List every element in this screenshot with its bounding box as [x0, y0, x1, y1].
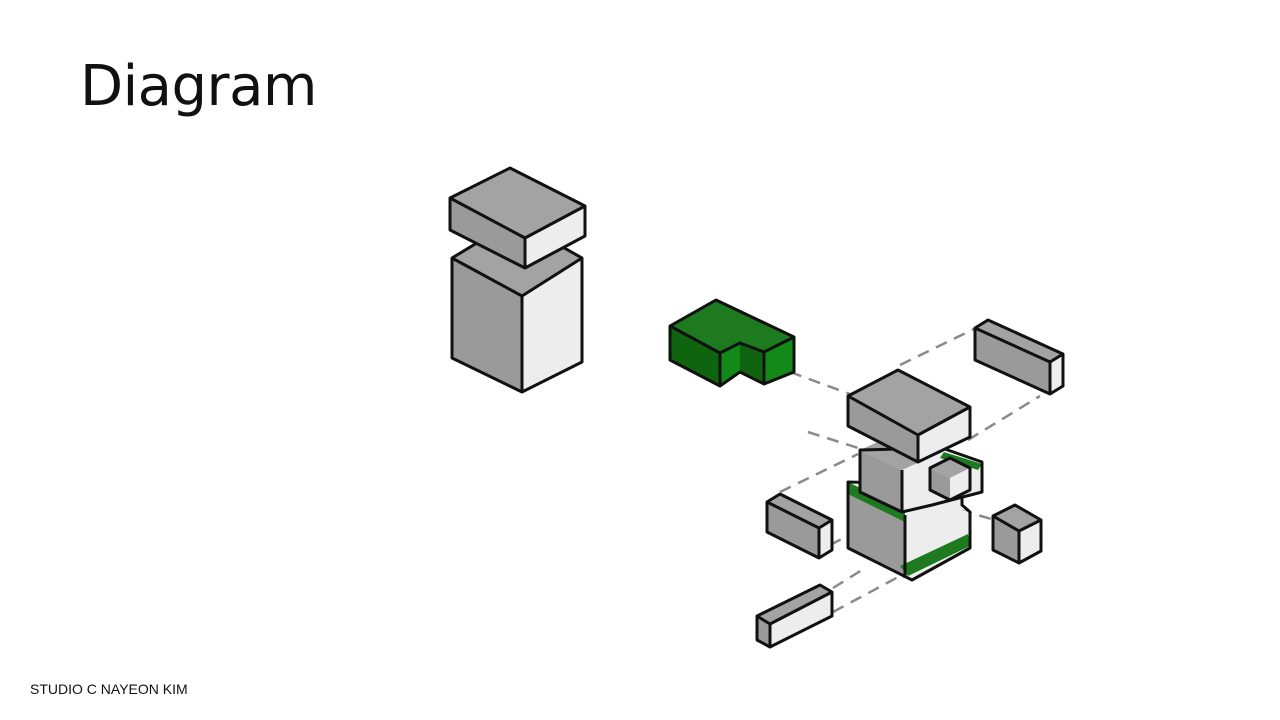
tower-cap-left — [450, 198, 525, 268]
composite-massing — [846, 368, 984, 582]
composite-cap-right — [918, 407, 970, 462]
tower-massing — [448, 166, 587, 394]
footer-credit: STUDIO C NAYEON KIM — [30, 681, 188, 697]
green-l-volume — [668, 298, 796, 388]
satellite-cube-right — [991, 503, 1043, 565]
tower-cap-right — [525, 206, 585, 268]
slide-title: Diagram — [80, 54, 317, 119]
composite-cap-left — [848, 396, 918, 462]
tower-base-right — [522, 258, 582, 392]
green-band-bottom — [900, 534, 970, 576]
tower-base-left — [452, 258, 522, 392]
composite-cap-top — [848, 370, 970, 435]
green-band-right — [940, 452, 982, 470]
tower-cap-top — [450, 168, 585, 238]
satellite-bar-upper-right — [973, 318, 1065, 396]
projection-guides — [779, 324, 1041, 614]
satellite-block-left — [765, 492, 834, 560]
satellite-bar-bottom — [755, 583, 834, 649]
